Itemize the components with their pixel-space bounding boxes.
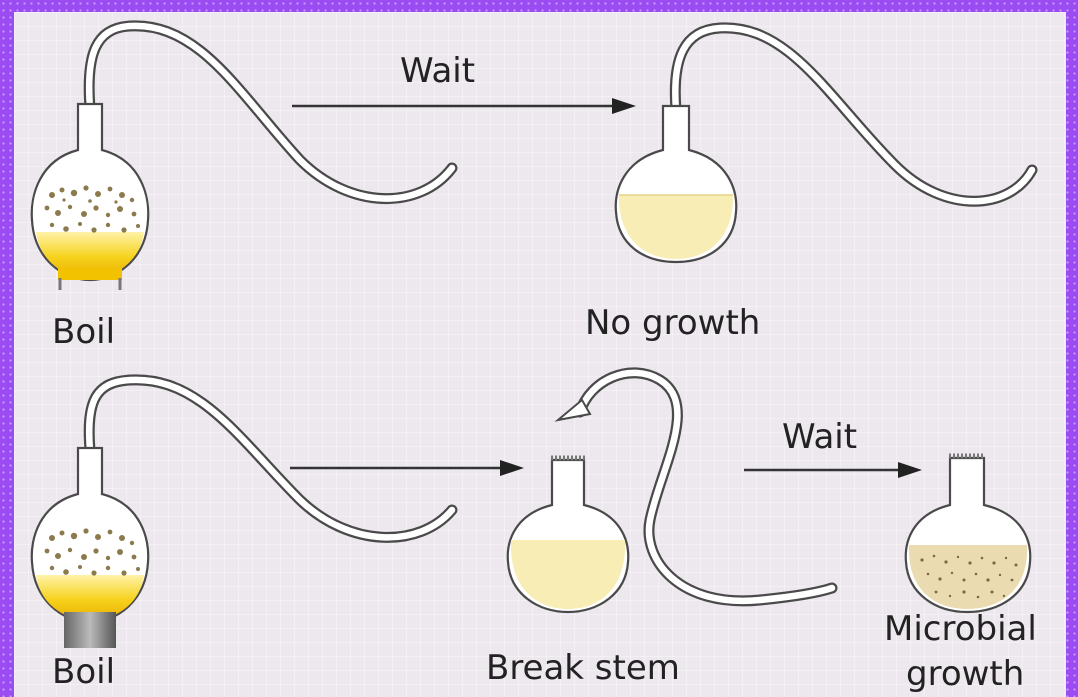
diagram-panel — [14, 12, 1066, 697]
no-growth-label: No growth — [585, 303, 760, 343]
broth-particles-bottom — [44, 528, 140, 576]
arrow-wait-top — [292, 98, 636, 114]
cloudy-broth — [908, 545, 1028, 609]
arrow-bottom-first — [290, 460, 524, 476]
wait-label-top: Wait — [400, 51, 475, 91]
broth-particles — [44, 185, 140, 233]
swan-neck-flask-boiling-top — [30, 20, 458, 290]
burner-stand — [64, 612, 116, 648]
microbial-growth-label-line2: growth — [906, 654, 1024, 694]
boil-label-top: Boil — [52, 312, 115, 352]
microbial-growth-label-line1: Microbial — [884, 609, 1037, 649]
wait-label-bottom: Wait — [782, 417, 857, 457]
burner-flame — [58, 268, 122, 280]
clear-broth — [618, 195, 734, 259]
microbe-specks — [920, 554, 1018, 599]
clear-broth-bottom — [510, 540, 626, 609]
flame-glow — [36, 232, 144, 278]
boil-label-bottom: Boil — [52, 652, 115, 692]
broken-stem-flask — [506, 367, 838, 614]
swan-neck-flask-boiling-bottom — [30, 374, 458, 648]
flame-glow-bottom — [36, 575, 144, 620]
break-stem-label: Break stem — [486, 648, 680, 688]
swan-neck-flask-no-growth — [614, 22, 1038, 264]
flask-microbial-growth — [904, 453, 1032, 614]
broken-stem-end — [554, 398, 592, 422]
arrow-wait-bottom — [744, 462, 922, 478]
